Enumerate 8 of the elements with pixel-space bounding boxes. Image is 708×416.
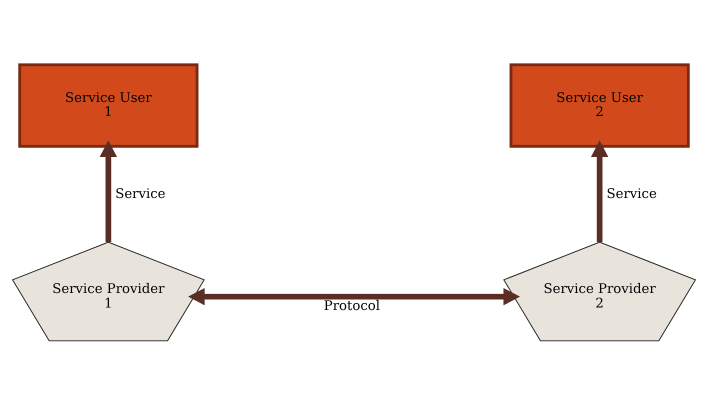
arrow bbox=[188, 288, 520, 306]
edge-label: Service bbox=[606, 186, 657, 202]
node-box: Service User 1 bbox=[18, 63, 198, 148]
arrow bbox=[100, 140, 118, 242]
edge-label: Service bbox=[115, 186, 166, 202]
edge-label: Protocol bbox=[324, 299, 380, 314]
node-box: Service User 2 bbox=[510, 63, 690, 148]
arrow bbox=[590, 140, 608, 242]
